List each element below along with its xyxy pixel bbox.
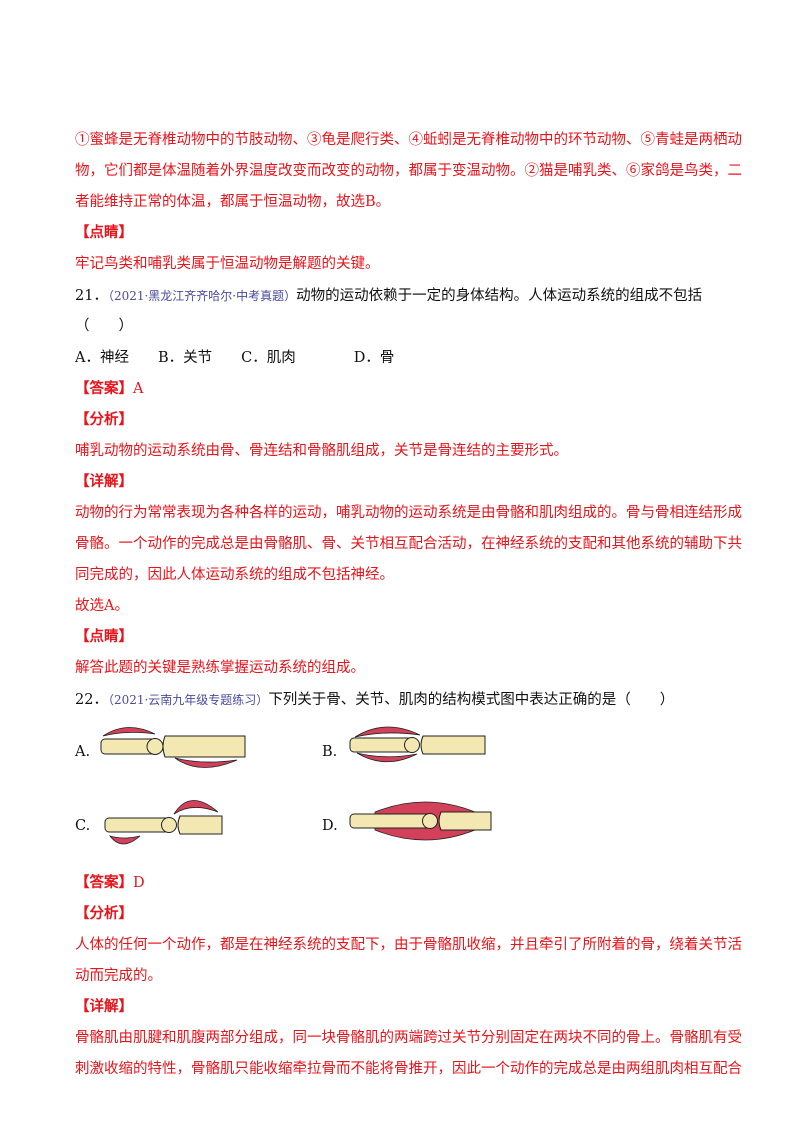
option-d-label: D. [322,818,338,834]
option-c-label: C. [75,818,91,834]
option-b-diagram [349,726,486,763]
section-heading-fenxi: 【分析】 [75,905,133,922]
text-line: 动而完成的。 [75,968,162,984]
question-22: 22．（2021·云南九年级专题练习）下列关于骨、关节、肌肉的结构模式图中表达正… [75,690,674,710]
text-line: 动物的行为常常表现为各种各样的运动，哺乳动物的运动系统是由骨骼和肌肉组成的。骨与… [75,505,742,521]
section-heading-dianjing: 【点睛】 [75,628,133,645]
option-b-label: B. [322,744,338,760]
question-text: 动物的运动依赖于一定的身体结构。人体运动系统的组成不包括 [296,288,703,304]
question-21: 21．（2021·黑龙江齐齐哈尔·中考真题）动物的运动依赖于一定的身体结构。人体… [75,286,702,306]
question-number: 21． [75,288,108,304]
text-line: 骨骼肌由肌腱和肌腹两部分组成，同一块骨骼肌的两端跨过关节分别固定在两块不同的骨上… [75,1030,742,1046]
answer-22: 【答案】D [75,873,145,893]
answer-label: 【答案】 [75,380,133,397]
question-text: 下列关于骨、关节、肌肉的结构模式图中表达正确的是（ ） [268,692,675,708]
section-heading-fenxi: 【分析】 [75,411,133,428]
option-a-diagram [100,727,246,768]
text-line: 者能维持正常的体温，都属于恒温动物，故选B。 [75,194,391,210]
text-line: 人体的任何一个动作，都是在神经系统的支配下，由于骨骼肌收缩，并且牵引了所附着的骨… [75,937,742,953]
section-heading-xiangjie: 【详解】 [75,998,133,1015]
text-line: 解答此题的关键是熟练掌握运动系统的组成。 [75,660,365,676]
option-c-diagram [104,800,223,845]
text-line: ①蜜蜂是无脊椎动物中的节肢动物、③龟是爬行类、④蚯蚓是无脊椎动物中的环节动物、⑤… [75,132,742,148]
question-source: （2021·黑龙江齐齐哈尔·中考真题） [107,289,297,303]
question-number: 22． [75,692,108,708]
text-line: 骨骼。一个动作的完成总是由骨骼肌、骨、关节相互配合活动，在神经系统的支配和其他系… [75,536,742,552]
text-line: 哺乳动物的运动系统由骨、骨连结和骨骼肌组成，关节是骨连结的主要形式。 [75,443,568,459]
section-heading-xiangjie: 【详解】 [75,473,133,490]
text-line: 同完成的，因此人体运动系统的组成不包括神经。 [75,567,394,583]
question-source: （2021·云南九年级专题练习） [107,693,269,707]
question-options: A．神经 B．关节 C．肌肉 D．骨 [75,350,395,366]
text-line: 物，它们都是体温随着外界温度改变而改变的动物，都属于变温动物。②猫是哺乳类、⑥家… [75,163,742,179]
question-paren: （ ） [75,318,133,334]
option-a-label: A. [75,744,91,760]
text-line: 刺激收缩的特性，骨骼肌只能收缩牵拉骨而不能将骨推开，因此一个动作的完成总是由两组… [75,1061,742,1077]
answer-value: D [133,875,145,891]
option-d-diagram [349,801,492,841]
section-heading-dianjing: 【点睛】 [75,224,133,241]
text-line: 牢记鸟类和哺乳类属于恒温动物是解题的关键。 [75,256,380,272]
answer-21: 【答案】A [75,379,143,399]
text-line: 故选A。 [75,598,129,614]
answer-value: A [133,381,144,397]
answer-label: 【答案】 [75,874,133,891]
